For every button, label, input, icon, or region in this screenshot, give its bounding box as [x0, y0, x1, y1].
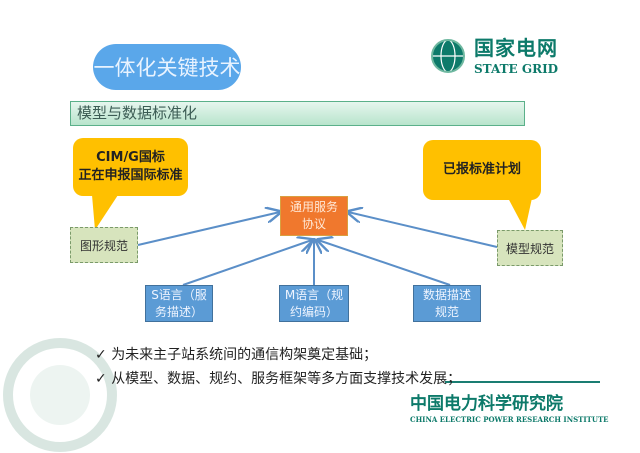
callout-line: 已报标准计划	[442, 162, 521, 177]
watermark-icon	[3, 338, 117, 452]
bullet-item: ✓ 从模型、数据、规约、服务框架等多方面支撑技术发展；	[95, 371, 461, 388]
cepri-logo-cn: 中国电力科学研究院	[410, 394, 563, 414]
node-line: 约编码）	[289, 304, 338, 319]
bullet-item: ✓ 为未来主子站系统间的通信构架奠定基础；	[95, 347, 377, 364]
cepri-logo-en: CHINA ELECTRIC POWER RESEARCH INSTITUTE	[410, 415, 609, 424]
node-s-language: S语言（服务描述）	[145, 285, 213, 322]
slide-title: 一体化关键技术	[93, 44, 241, 90]
section-header: 模型与数据标准化	[70, 101, 525, 126]
state-grid-logo-cn: 国家电网	[474, 36, 558, 60]
arrow-data-to-center	[318, 240, 451, 286]
bullet-text: 从模型、数据、规约、服务框架等多方面支撑技术发展；	[111, 371, 462, 387]
bullet-text: 为未来主子站系统间的通信构架奠定基础；	[111, 347, 378, 363]
state-grid-logo-en: STATE GRID	[474, 62, 559, 76]
node-line: 数据描述	[422, 287, 471, 302]
callout-line: CIM/G国标	[96, 150, 165, 165]
node-line: 规范	[434, 304, 459, 319]
node-line: M语言（规	[284, 287, 344, 302]
node-line: 通用服务	[289, 200, 338, 214]
callout-cim-g: CIM/G国标 正在申报国际标准	[73, 138, 188, 196]
callout-standard-plan: 已报标准计划	[423, 140, 541, 200]
node-general-service-protocol: 通用服务 协议	[280, 196, 348, 236]
arrow-model-to-center	[348, 212, 498, 248]
node-data-description: 数据描述规范	[413, 285, 481, 322]
node-m-language: M语言（规约编码）	[279, 285, 349, 322]
callout-right-tail	[508, 198, 532, 230]
node-line: S语言（服	[151, 287, 207, 302]
check-icon: ✓	[95, 347, 107, 363]
arrow-graphic-to-center	[137, 212, 280, 246]
state-grid-globe-icon	[431, 39, 465, 73]
node-line: 协议	[301, 217, 326, 231]
callout-left-tail	[92, 195, 118, 230]
arrow-s-to-center	[182, 240, 312, 286]
node-model-spec: 模型规范	[497, 230, 563, 266]
check-icon: ✓	[95, 371, 107, 387]
callout-line: 正在申报国际标准	[78, 168, 183, 183]
node-line: 务描述）	[154, 304, 203, 319]
node-graphic-spec: 图形规范	[70, 227, 138, 263]
